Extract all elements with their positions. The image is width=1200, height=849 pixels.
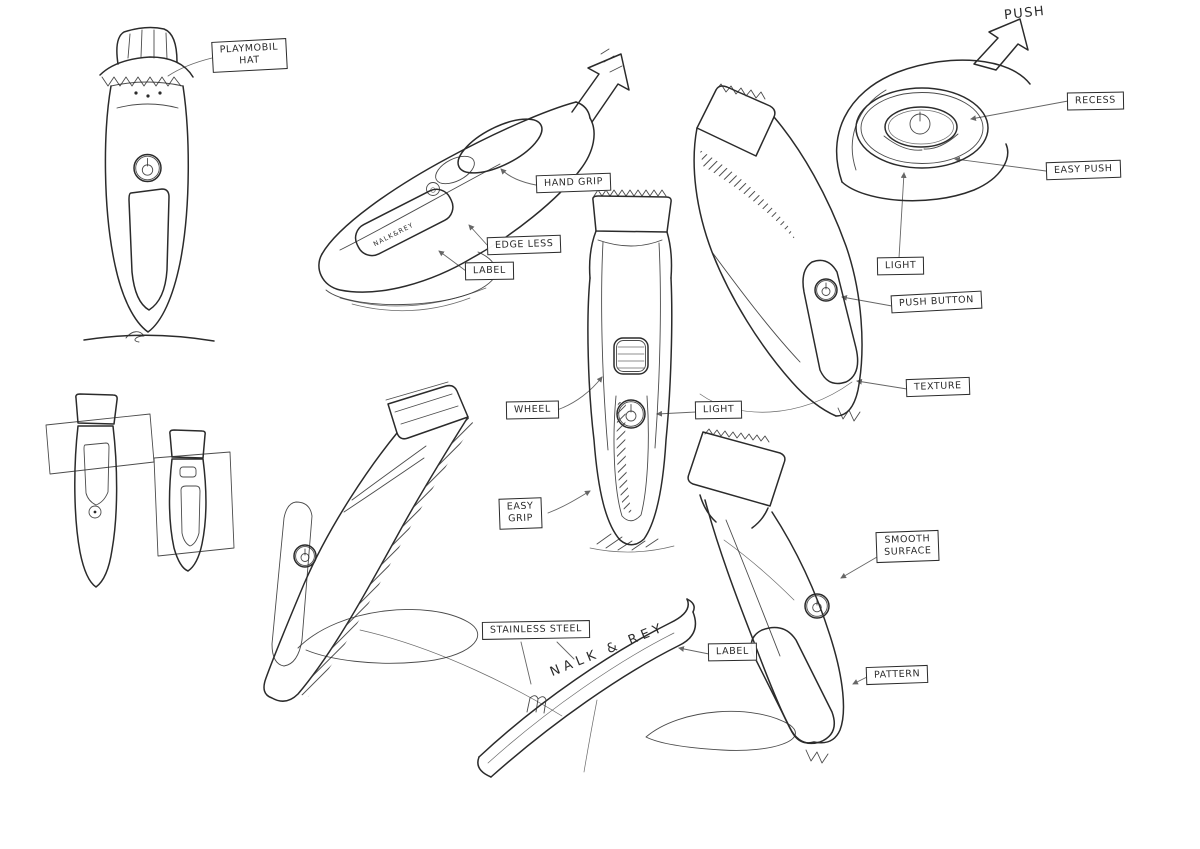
front-view-sketch	[83, 26, 215, 343]
annotation-texture: TEXTURE	[905, 376, 971, 398]
annotation-hand-grip: HAND GRIP	[535, 172, 612, 194]
annotation-recess: RECESS	[1066, 91, 1125, 111]
bottom-right-sketch	[687, 428, 845, 764]
front-vertical-sketch	[587, 189, 675, 553]
annotation-wheel: WHEEL	[505, 400, 559, 420]
leader-lines	[167, 57, 1069, 685]
annotation-label-top: LABEL	[464, 261, 514, 281]
annotation-easy-grip: EASY GRIP	[498, 497, 543, 530]
annotation-pattern: PATTERN	[865, 664, 929, 686]
annotation-label-bottom: LABEL	[707, 642, 757, 662]
three-quarter-view-sketch	[318, 48, 630, 312]
annotation-edge-less: EDGE LESS	[486, 234, 562, 256]
side-view-sketch	[263, 381, 479, 702]
steel-strip-detail-sketch	[359, 598, 796, 778]
annotation-easy-push: EASY PUSH	[1045, 159, 1121, 181]
annotation-smooth-surface: SMOOTH SURFACE	[875, 529, 940, 563]
annotation-light-top: LIGHT	[876, 256, 925, 276]
annotation-stainless-steel: STAINLESS STEEL	[481, 620, 591, 641]
top-view-sketch	[835, 18, 1031, 202]
annotation-playmobil-hat: PLAYMOBIL HAT	[211, 38, 288, 73]
annotation-light-mid: LIGHT	[694, 400, 743, 420]
thumbnail-sketches	[45, 393, 235, 588]
right-three-quarter-sketch	[693, 83, 863, 422]
push-arrow	[973, 18, 1029, 71]
